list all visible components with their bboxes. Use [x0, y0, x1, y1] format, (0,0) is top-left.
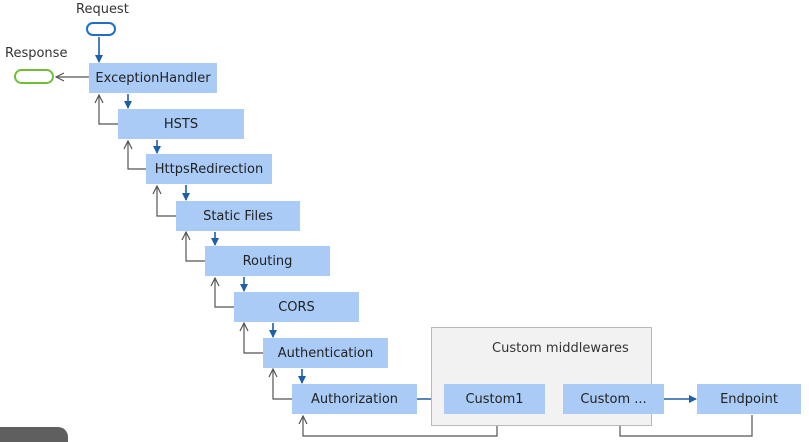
- request-label: Request: [76, 2, 129, 17]
- middleware-exceptionhandler: ExceptionHandler: [89, 63, 217, 93]
- corner-tab: [0, 427, 68, 442]
- middleware-hsts: HSTS: [118, 109, 244, 139]
- middleware-httpsredirection: HttpsRedirection: [146, 154, 272, 184]
- return-to-routing: [215, 278, 234, 308]
- request-pill: [86, 22, 116, 36]
- middleware-custom1: Custom1: [444, 384, 545, 414]
- middleware-custom-more: Custom ...: [563, 384, 664, 414]
- return-to-httpsredirection: [157, 186, 176, 217]
- response-pill: [14, 69, 54, 84]
- response-label: Response: [5, 46, 68, 61]
- middleware-authentication: Authentication: [263, 338, 388, 368]
- middleware-static-files: Static Files: [176, 201, 300, 231]
- return-to-static-files: [186, 232, 205, 262]
- return-to-custom-more: [620, 415, 753, 437]
- middleware-routing: Routing: [205, 246, 330, 276]
- endpoint: Endpoint: [697, 384, 801, 414]
- middleware-authorization: Authorization: [292, 384, 417, 414]
- middleware-cors: CORS: [234, 292, 359, 322]
- return-to-exceptionhandler: [99, 95, 118, 125]
- return-to-cors: [244, 323, 263, 354]
- return-to-hsts: [128, 141, 146, 170]
- custom-middlewares-title: Custom middlewares: [492, 341, 629, 356]
- return-to-authentication: [273, 369, 292, 400]
